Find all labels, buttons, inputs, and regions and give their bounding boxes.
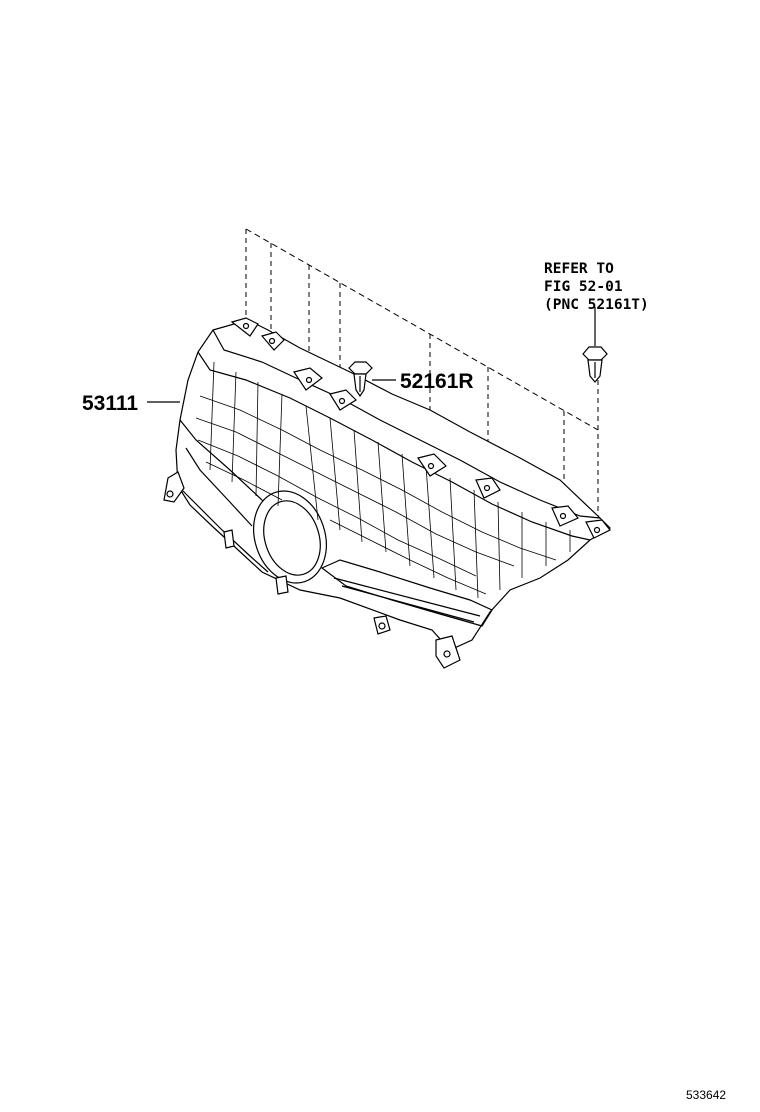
reference-note-line1: REFER TO (544, 261, 614, 277)
clip-52161T (582, 307, 608, 383)
callout-53111: 53111 (82, 392, 138, 415)
leader-lines (147, 379, 396, 403)
figure-number: 533642 (686, 1088, 726, 1102)
clip-52161R (348, 361, 373, 398)
radiator-grille-53111 (163, 317, 611, 669)
reference-note-line2: FIG 52-01 (544, 279, 623, 295)
callout-52161R: 52161R (400, 370, 474, 393)
reference-note-line3: (PNC 52161T) (544, 297, 649, 313)
